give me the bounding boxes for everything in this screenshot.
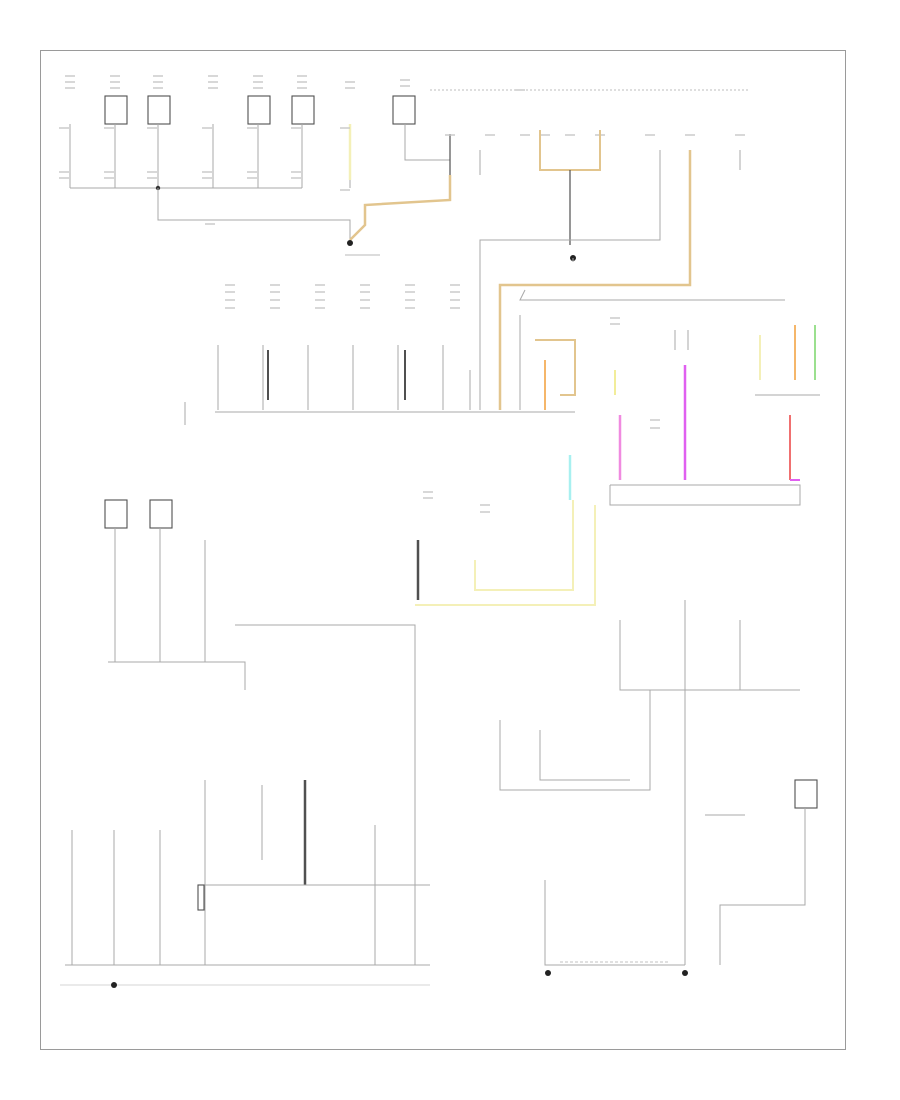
wire xyxy=(157,188,351,240)
connector-icon xyxy=(147,95,171,125)
wire xyxy=(235,624,416,640)
ground-bus-left xyxy=(108,661,246,690)
connector-icon xyxy=(197,884,205,911)
ground-icon xyxy=(545,970,551,976)
ground-icon xyxy=(111,982,117,988)
yellow-wire xyxy=(415,505,596,606)
tan-wire-right xyxy=(498,150,692,410)
ground-icon xyxy=(347,240,353,246)
connector-icon xyxy=(104,499,128,529)
wire xyxy=(539,730,630,781)
wire xyxy=(544,880,685,966)
tan-wire-loop xyxy=(539,130,601,171)
wire xyxy=(719,808,806,965)
wire xyxy=(619,620,800,691)
wire xyxy=(499,690,651,791)
connector-icon xyxy=(149,499,173,529)
connector-icon xyxy=(794,779,818,809)
tan-wire-small xyxy=(535,339,576,396)
tan-wire-left xyxy=(349,175,452,241)
yellow-wire xyxy=(474,500,574,591)
ground-bus-right xyxy=(609,484,801,506)
ground-icon xyxy=(682,970,688,976)
wire xyxy=(519,289,785,301)
connector-icon xyxy=(392,95,416,125)
connector-icon xyxy=(247,95,271,125)
connector-icon xyxy=(291,95,315,125)
wire xyxy=(404,124,450,161)
wire xyxy=(479,150,661,410)
diagram-frame xyxy=(40,50,846,1050)
connector-icon xyxy=(104,95,128,125)
